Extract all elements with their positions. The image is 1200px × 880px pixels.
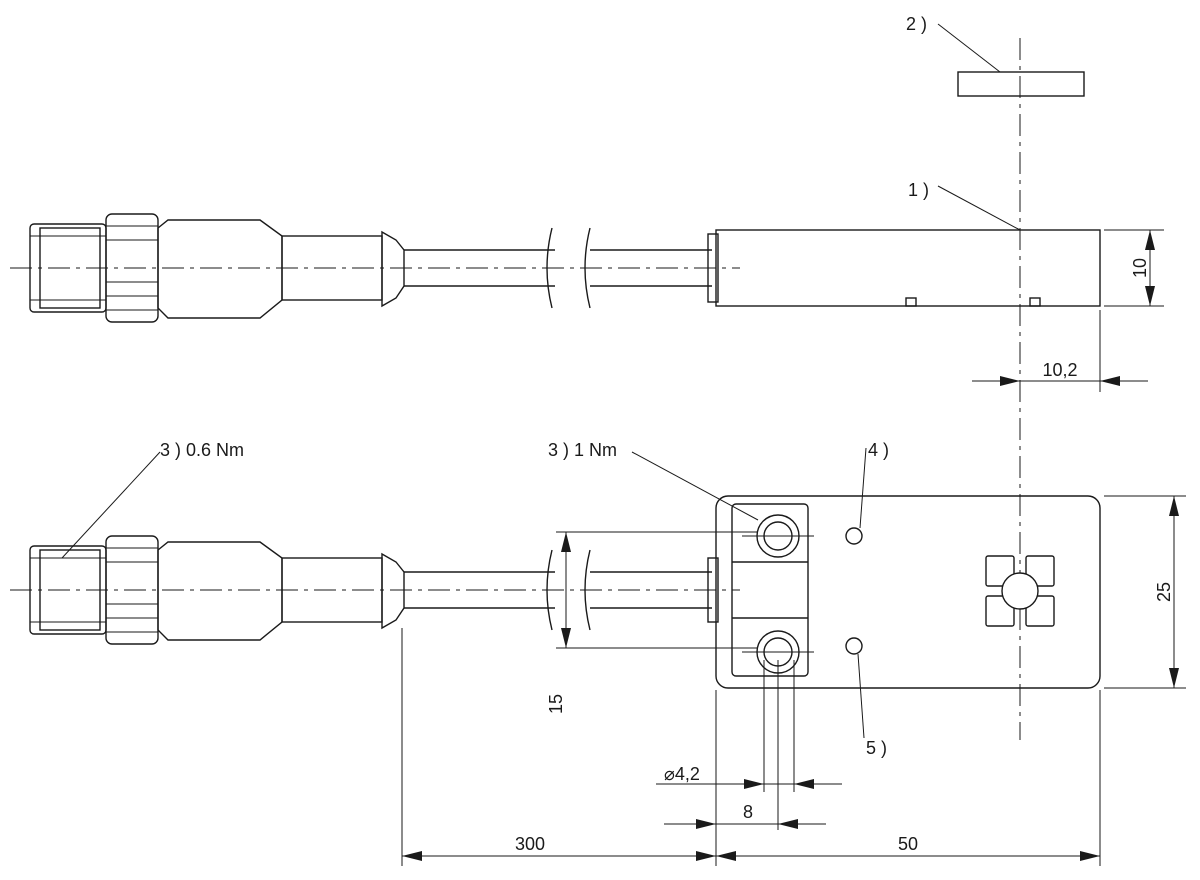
dimension-height: 10 — [1104, 229, 1164, 307]
callout-led-lower: 5 ) — [866, 738, 887, 758]
callout-sensor-face: 1 ) — [908, 180, 929, 200]
actuator: 2 ) — [906, 14, 1085, 97]
dimension-hole-diameter: ⌀4,2 — [656, 764, 842, 789]
callout-led-upper: 4 ) — [868, 440, 889, 460]
callout-actuator: 2 ) — [906, 14, 927, 34]
dim-height-text: 10 — [1130, 258, 1150, 278]
dim-housing-length-text: 50 — [898, 834, 918, 854]
dim-hole-diameter-text: ⌀4,2 — [664, 764, 700, 784]
dim-cable-length-text: 300 — [515, 834, 545, 854]
dim-hole-spacing-text: 15 — [546, 694, 566, 714]
dim-hole-offset-text: 8 — [743, 802, 753, 822]
dimension-hole-offset: 8 — [664, 802, 826, 829]
dim-width-text: 25 — [1154, 582, 1174, 602]
sensing-target — [985, 555, 1055, 627]
dimension-lengths: 300 50 — [402, 834, 1100, 861]
callout-screw-torque: 3 ) 1 Nm — [548, 440, 617, 460]
led-upper — [845, 527, 863, 545]
top-view — [10, 495, 1101, 689]
dimension-hole-spacing: 15 — [546, 531, 758, 714]
dimension-width: 25 — [1104, 495, 1186, 689]
dimension-sensing-offset: 10,2 — [972, 310, 1148, 392]
dim-sensing-offset-text: 10,2 — [1042, 360, 1077, 380]
side-view — [10, 213, 1101, 323]
callout-connector-torque: 3 ) 0.6 Nm — [160, 440, 244, 460]
led-lower — [845, 637, 863, 655]
